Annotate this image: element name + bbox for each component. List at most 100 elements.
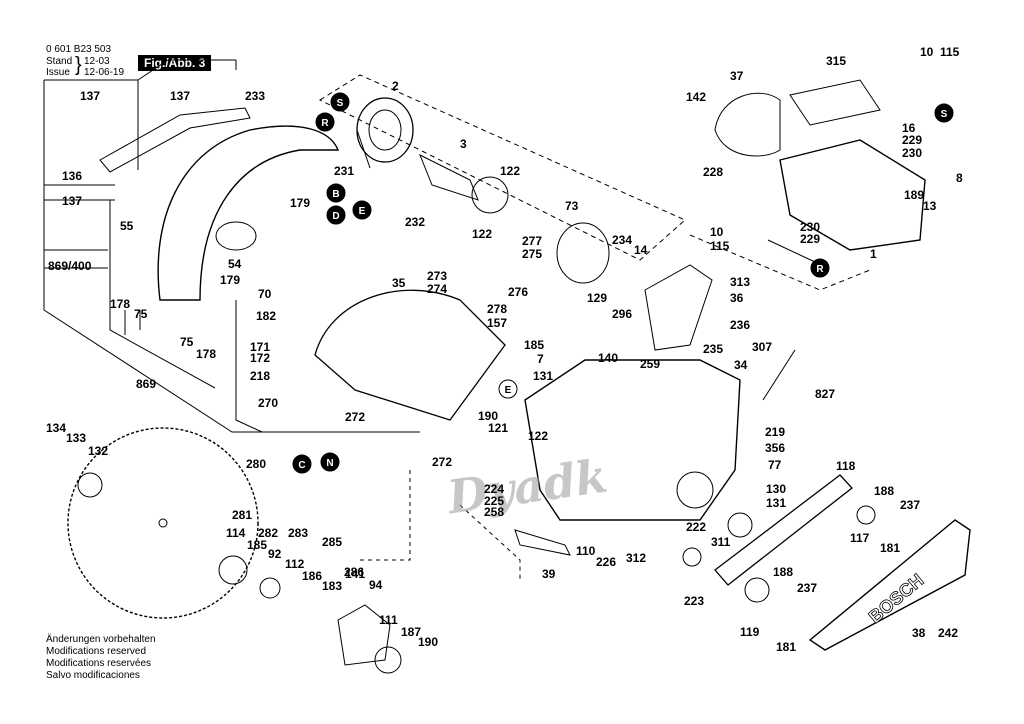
part-number-label: 13 <box>923 199 937 213</box>
part-number-label: 132 <box>88 444 108 458</box>
part-number-label: 276 <box>508 285 528 299</box>
svg-text:E: E <box>505 385 512 396</box>
part-number-label: 259 <box>640 357 660 371</box>
reference-marker-s: S <box>934 103 954 123</box>
part-number-label: 10 <box>710 225 724 239</box>
part-number-label: 73 <box>565 199 579 213</box>
part-number-label: 36 <box>730 291 744 305</box>
svg-text:S: S <box>941 109 948 120</box>
part-number-label: 235 <box>703 342 723 356</box>
part-number-label: 222 <box>686 520 706 534</box>
reference-marker-n: N <box>320 452 340 472</box>
part-number-label: 188 <box>874 484 894 498</box>
part-number-label: 122 <box>472 227 492 241</box>
part-number-label: 190 <box>418 635 438 649</box>
part-number-label: 133 <box>66 431 86 445</box>
part-number-label: 185 <box>524 338 544 352</box>
part-number-label: 281 <box>232 508 252 522</box>
footer-note: Änderungen vorbehalten <box>46 634 156 645</box>
part-number-label: 242 <box>938 626 958 640</box>
part-number-label: 141 <box>345 567 365 581</box>
part-number-label: 226 <box>596 555 616 569</box>
part-number-label: 187 <box>401 625 421 639</box>
part-number-label: 129 <box>587 291 607 305</box>
svg-text:D: D <box>332 211 339 222</box>
svg-text:R: R <box>321 118 329 129</box>
issue-label: Issue <box>46 67 70 78</box>
svg-text:C: C <box>298 460 305 471</box>
part-number-label: 137 <box>80 89 100 103</box>
part-number-label: 35 <box>392 276 406 290</box>
part-number-label: 131 <box>766 496 786 510</box>
part-number-label: 172 <box>250 351 270 365</box>
reference-marker-r: R <box>810 258 830 278</box>
part-number-label: 179 <box>290 196 310 210</box>
part-number-label: 315 <box>826 54 846 68</box>
reference-marker-e: E <box>352 200 372 220</box>
part-number-label: 37 <box>730 69 744 83</box>
part-number-label: 225 <box>484 494 504 508</box>
part-number-label: 229 <box>800 232 820 246</box>
footer-note: Salvo modificaciones <box>46 670 140 681</box>
part-number-label: 8 <box>956 171 963 185</box>
part-number-label: 258 <box>484 505 504 519</box>
stand-value: 12-03 <box>84 56 110 67</box>
part-number-label: 827 <box>815 387 835 401</box>
part-number-label: 275 <box>522 247 542 261</box>
part-number-label: 112 <box>285 557 305 571</box>
part-number-label: 296 <box>612 307 632 321</box>
part-number-label: 278 <box>487 302 507 316</box>
part-number-label: 92 <box>268 547 282 561</box>
footer-notes: Änderungen vorbehalten Modifications res… <box>46 634 156 682</box>
part-number-label: 178 <box>110 297 130 311</box>
part-number-label: 188 <box>773 565 793 579</box>
part-number-label: 137 <box>170 89 190 103</box>
reference-marker-d: D <box>326 205 346 225</box>
svg-text:N: N <box>326 458 333 469</box>
part-number-label: 189 <box>904 188 924 202</box>
part-number-label: 7 <box>537 352 544 366</box>
part-number-label: 114 <box>226 526 246 540</box>
part-number-label: 179 <box>220 273 240 287</box>
part-number-label: 34 <box>734 358 748 372</box>
reference-marker-b: B <box>326 183 346 203</box>
brace: } <box>75 54 82 76</box>
part-number-label: 307 <box>752 340 772 354</box>
part-number-label: 137 <box>62 194 82 208</box>
part-number-label: 178 <box>196 347 216 361</box>
part-number-label: 119 <box>740 625 760 639</box>
part-number-label: 272 <box>432 455 452 469</box>
part-number-label: 2 <box>392 79 399 93</box>
doc-number: 0 601 B23 503 <box>46 44 112 55</box>
footer-note: Modifications reservées <box>46 658 152 669</box>
part-number-label: 115 <box>710 239 730 253</box>
part-number-label: 190 <box>478 409 498 423</box>
part-number-label: 228 <box>703 165 723 179</box>
part-number-label: 94 <box>369 578 383 592</box>
part-number-label: 274 <box>427 282 447 296</box>
part-number-label: 356 <box>765 441 785 455</box>
part-number-label: 14 <box>634 243 648 257</box>
part-number-label: 869 <box>136 377 156 391</box>
issue-value: 12-06-19 <box>84 67 125 78</box>
part-number-label: 231 <box>334 164 354 178</box>
part-number-label: 270 <box>258 396 278 410</box>
part-number-label: 277 <box>522 234 542 248</box>
part-number-label: 286 <box>344 565 364 579</box>
part-number-label: 218 <box>250 369 270 383</box>
stand-label: Stand <box>46 56 73 67</box>
part-number-label: 110 <box>576 544 596 558</box>
part-number-label: 171 <box>250 340 270 354</box>
svg-text:S: S <box>337 98 344 109</box>
part-number-label: 312 <box>626 551 646 565</box>
svg-text:R: R <box>816 264 824 275</box>
part-number-label: 38 <box>912 626 926 640</box>
brand-text: BOSCH <box>865 570 928 627</box>
part-number-label: 869/400 <box>48 259 92 273</box>
part-number-label: 122 <box>500 164 520 178</box>
part-number-label: 3 <box>460 137 467 151</box>
part-number-label: 233 <box>245 89 265 103</box>
